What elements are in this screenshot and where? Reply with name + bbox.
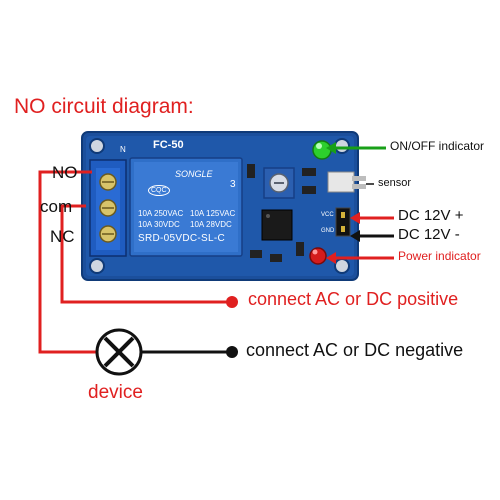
- relay-rating-2: 10A 125VAC: [190, 209, 236, 218]
- vcc-mark: VCC: [321, 212, 334, 218]
- on-off-indicator-led: [312, 140, 332, 160]
- dc-negative-label: DC 12V -: [398, 226, 460, 243]
- board-model-label: FC-50: [153, 139, 184, 151]
- power-indicator-label: Power indicator: [398, 249, 481, 263]
- relay-cert-mark: CQC: [148, 185, 170, 196]
- relay-component: [129, 157, 243, 257]
- smd-component: [296, 242, 304, 256]
- gnd-mark: GND: [321, 228, 335, 234]
- smd-component: [247, 164, 255, 178]
- smd-component: [250, 250, 262, 258]
- comparator-chip: [261, 209, 293, 241]
- relay-rating-3: 10A 30VDC: [138, 220, 180, 229]
- no-wire: [38, 170, 230, 354]
- relay-part-number: SRD-05VDC-SL-C: [138, 233, 225, 244]
- com-wire: [60, 204, 230, 304]
- potentiometer: [263, 167, 295, 199]
- connect-negative-label: connect AC or DC negative: [246, 340, 464, 360]
- power-indicator-arrow: [326, 252, 394, 264]
- terminal-no-label: NO: [52, 163, 78, 182]
- terminal-nc-label: NC: [50, 227, 75, 246]
- relay-brand: SONGLE: [175, 169, 213, 179]
- device-label: device: [88, 382, 143, 403]
- device-lamp-symbol: [95, 328, 143, 376]
- smd-component: [270, 254, 282, 262]
- terminal-com-label: com: [40, 197, 73, 216]
- negative-terminal-dot: [226, 346, 238, 358]
- sensor-label: sensor: [378, 177, 412, 189]
- relay-number-mark: 3: [230, 179, 236, 190]
- diagram-title: NO circuit diagram:: [14, 95, 194, 118]
- relay-rating-1: 10A 250VAC: [138, 209, 184, 218]
- mounting-hole: [334, 258, 350, 274]
- board-n-mark: N: [120, 145, 126, 154]
- mounting-hole: [89, 258, 105, 274]
- dc-positive-label: DC 12V +: [398, 207, 464, 224]
- dc-positive-arrow: [350, 212, 394, 224]
- sensor-connector: [327, 171, 366, 193]
- power-header: [335, 207, 351, 237]
- relay-rating-4: 10A 28VDC: [190, 220, 232, 229]
- screw-terminal-block: [89, 159, 127, 257]
- on-off-arrow: [326, 142, 386, 154]
- smd-component: [302, 186, 316, 194]
- mounting-hole: [89, 138, 105, 154]
- connect-positive-label: connect AC or DC positive: [248, 289, 459, 309]
- smd-component: [302, 168, 316, 176]
- mounting-hole: [334, 138, 350, 154]
- positive-terminal-dot: [226, 296, 238, 308]
- power-indicator-led: [309, 247, 327, 265]
- on-off-indicator-label: ON/OFF indicator: [390, 139, 485, 153]
- dc-negative-arrow: [350, 230, 394, 242]
